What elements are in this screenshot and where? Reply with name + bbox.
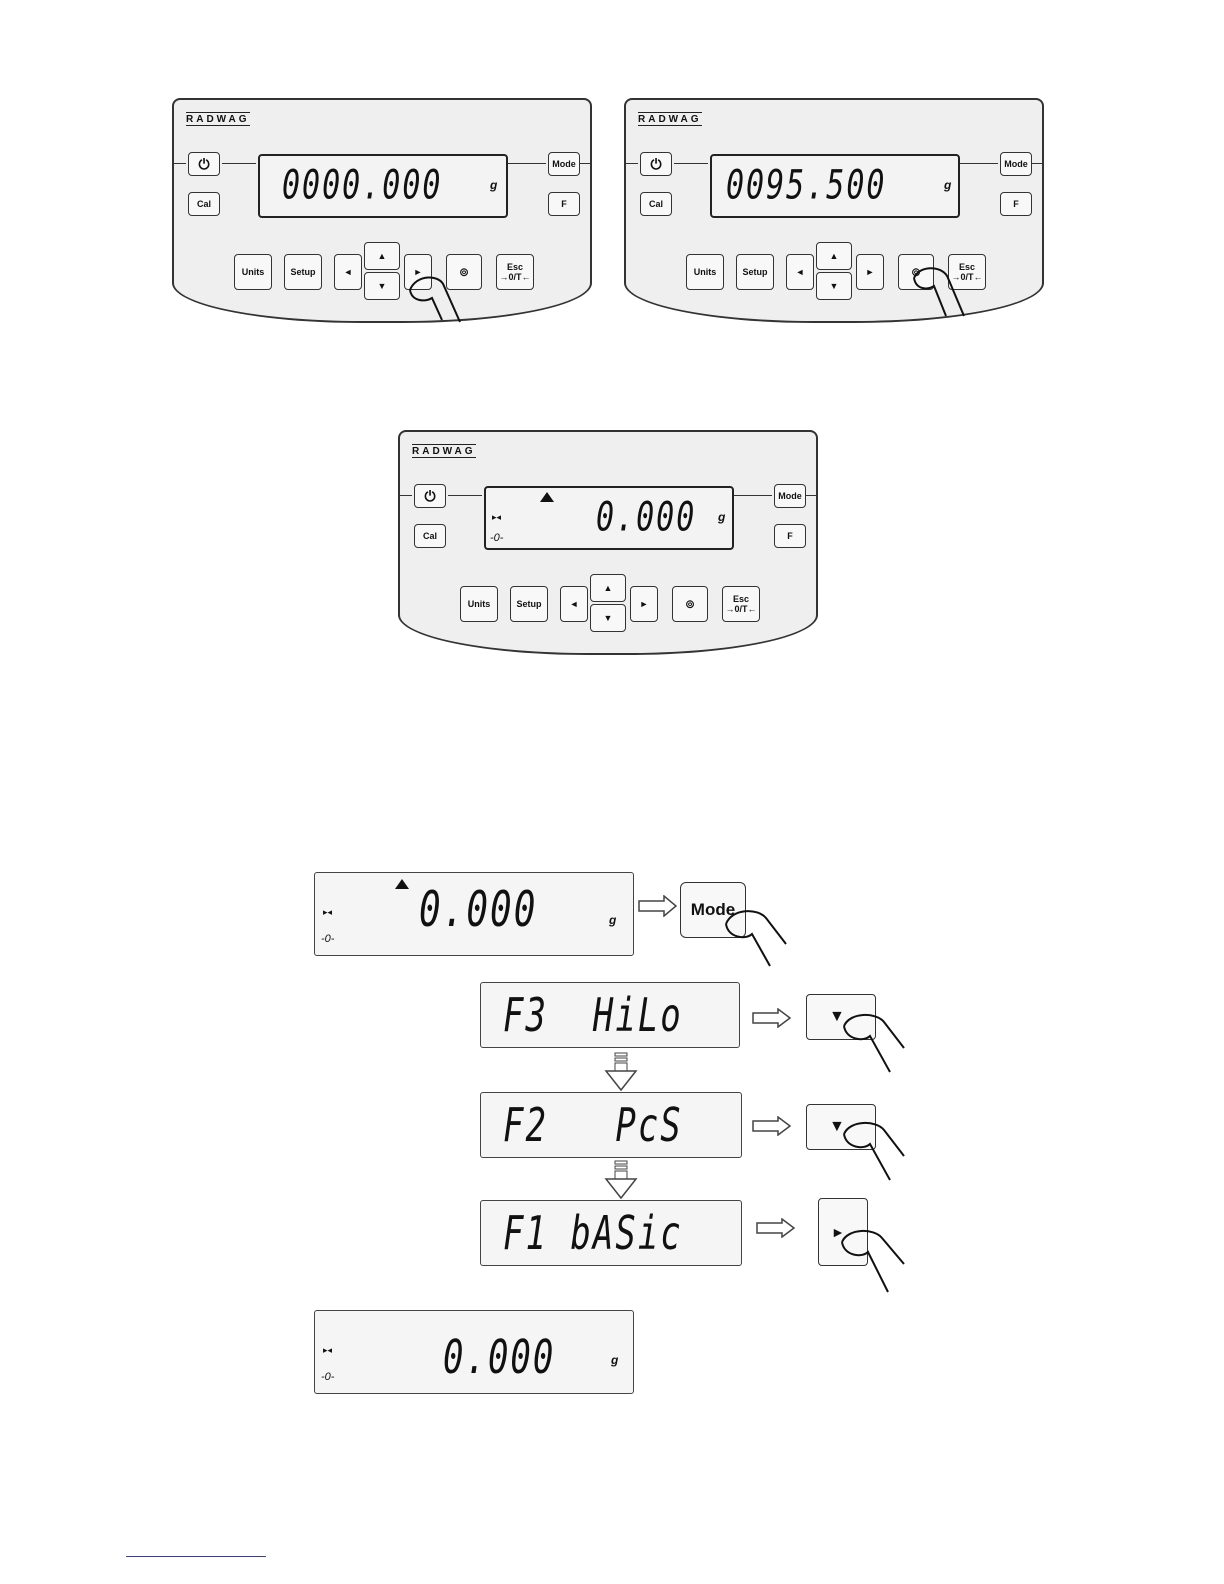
stability-indicator: ▸◂ xyxy=(492,512,501,523)
esc-tare-button[interactable]: Esc →0/T← xyxy=(496,254,534,290)
right-arrow-button[interactable]: ► xyxy=(630,586,658,622)
display-value: F1 bASic xyxy=(503,1207,683,1261)
esc-tare-button[interactable]: Esc →0/T← xyxy=(722,586,760,622)
setup-button[interactable]: Setup xyxy=(284,254,322,290)
zero-indicator: -0- xyxy=(321,933,334,945)
mode-button[interactable]: Mode xyxy=(774,484,806,508)
up-arrow-button[interactable]: ▲ xyxy=(364,242,400,270)
right-arrow-icon xyxy=(752,1008,792,1028)
finger-icon xyxy=(840,1116,910,1182)
down-arrow-button[interactable]: ▼ xyxy=(816,272,852,300)
power-button[interactable]: ⏻ xyxy=(640,152,672,176)
up-arrow-button[interactable]: ▲ xyxy=(816,242,852,270)
up-arrow-button[interactable]: ▲ xyxy=(590,574,626,602)
balance-panel-3: RADWAG ⏻ Cal Mode F ▸◂ -0- 0.000 g Units… xyxy=(398,430,818,655)
display-value: 0.000 xyxy=(419,883,537,938)
power-button[interactable]: ⏻ xyxy=(414,484,446,508)
down-arrow-button[interactable]: ▼ xyxy=(364,272,400,300)
f-button[interactable]: F xyxy=(1000,192,1032,216)
display-value: 0.000 xyxy=(596,494,696,541)
unit-label: g xyxy=(944,178,951,192)
down-arrow-icon xyxy=(604,1160,638,1200)
unit-label: g xyxy=(611,1353,618,1367)
flow-step-display-1: F3 HiLo xyxy=(480,982,740,1048)
flow-start-display: ▸◂ -0- 0.000 g xyxy=(314,872,634,956)
balance-panel-1: RADWAG ⏻ Cal Mode F 0000.000 g Units Set… xyxy=(172,98,592,323)
display-value: 0000.000 xyxy=(282,162,443,209)
left-arrow-button[interactable]: ◄ xyxy=(560,586,588,622)
left-arrow-button[interactable]: ◄ xyxy=(786,254,814,290)
units-button[interactable]: Units xyxy=(686,254,724,290)
mode-button[interactable]: Mode xyxy=(548,152,580,176)
stability-indicator: ▸◂ xyxy=(323,1345,332,1356)
setup-button[interactable]: Setup xyxy=(510,586,548,622)
finger-icon xyxy=(908,260,968,320)
finger-icon xyxy=(840,1008,910,1074)
left-arrow-button[interactable]: ◄ xyxy=(334,254,362,290)
power-button[interactable]: ⏻ xyxy=(188,152,220,176)
flow-step-display-2: F2 PcS xyxy=(480,1092,742,1158)
unit-label: g xyxy=(490,178,497,192)
balance-panel-2: RADWAG ⏻ Cal Mode F 0095.500 g Units Set… xyxy=(624,98,1044,323)
radwag-logo: RADWAG xyxy=(638,112,702,126)
f-button[interactable]: F xyxy=(774,524,806,548)
cal-button[interactable]: Cal xyxy=(640,192,672,216)
right-arrow-icon xyxy=(752,1116,792,1136)
lcd-display: ▸◂ -0- 0.000 g xyxy=(484,486,734,550)
enter-icon: ⊚ xyxy=(685,599,695,609)
zero-indicator: -0- xyxy=(321,1371,334,1383)
enter-button[interactable]: ⊚ xyxy=(672,586,708,622)
tare-label: →0/T← xyxy=(499,272,530,282)
cal-button[interactable]: Cal xyxy=(414,524,446,548)
display-value: 0.000 xyxy=(443,1331,555,1385)
mode-indicator-triangle xyxy=(395,879,409,889)
stability-indicator: ▸◂ xyxy=(323,907,332,918)
display-value: F3 HiLo xyxy=(503,989,683,1043)
display-value: 0095.500 xyxy=(726,162,887,209)
unit-label: g xyxy=(718,510,725,524)
flow-step-display-3: F1 bASic xyxy=(480,1200,742,1266)
zero-indicator: -0- xyxy=(490,532,503,544)
mode-button[interactable]: Mode xyxy=(1000,152,1032,176)
unit-label: g xyxy=(609,913,616,927)
display-value: F2 PcS xyxy=(503,1099,683,1153)
lcd-display: 0000.000 g xyxy=(258,154,508,218)
lcd-display: 0095.500 g xyxy=(710,154,960,218)
radwag-logo: RADWAG xyxy=(412,444,476,458)
finger-icon xyxy=(838,1224,910,1294)
esc-label: Esc xyxy=(733,594,749,604)
cal-button[interactable]: Cal xyxy=(188,192,220,216)
down-arrow-button[interactable]: ▼ xyxy=(590,604,626,632)
footer-rule xyxy=(126,1556,266,1557)
mode-indicator-triangle xyxy=(540,492,554,502)
f-button[interactable]: F xyxy=(548,192,580,216)
right-arrow-button[interactable]: ► xyxy=(856,254,884,290)
finger-icon xyxy=(722,904,792,968)
down-arrow-icon xyxy=(604,1052,638,1092)
setup-button[interactable]: Setup xyxy=(736,254,774,290)
tare-label: →0/T← xyxy=(725,604,756,614)
radwag-logo: RADWAG xyxy=(186,112,250,126)
finger-icon xyxy=(406,268,462,324)
right-arrow-icon xyxy=(756,1218,796,1238)
esc-label: Esc xyxy=(507,262,523,272)
units-button[interactable]: Units xyxy=(234,254,272,290)
units-button[interactable]: Units xyxy=(460,586,498,622)
flow-end-display: ▸◂ -0- 0.000 g xyxy=(314,1310,634,1394)
right-arrow-icon xyxy=(638,895,678,917)
